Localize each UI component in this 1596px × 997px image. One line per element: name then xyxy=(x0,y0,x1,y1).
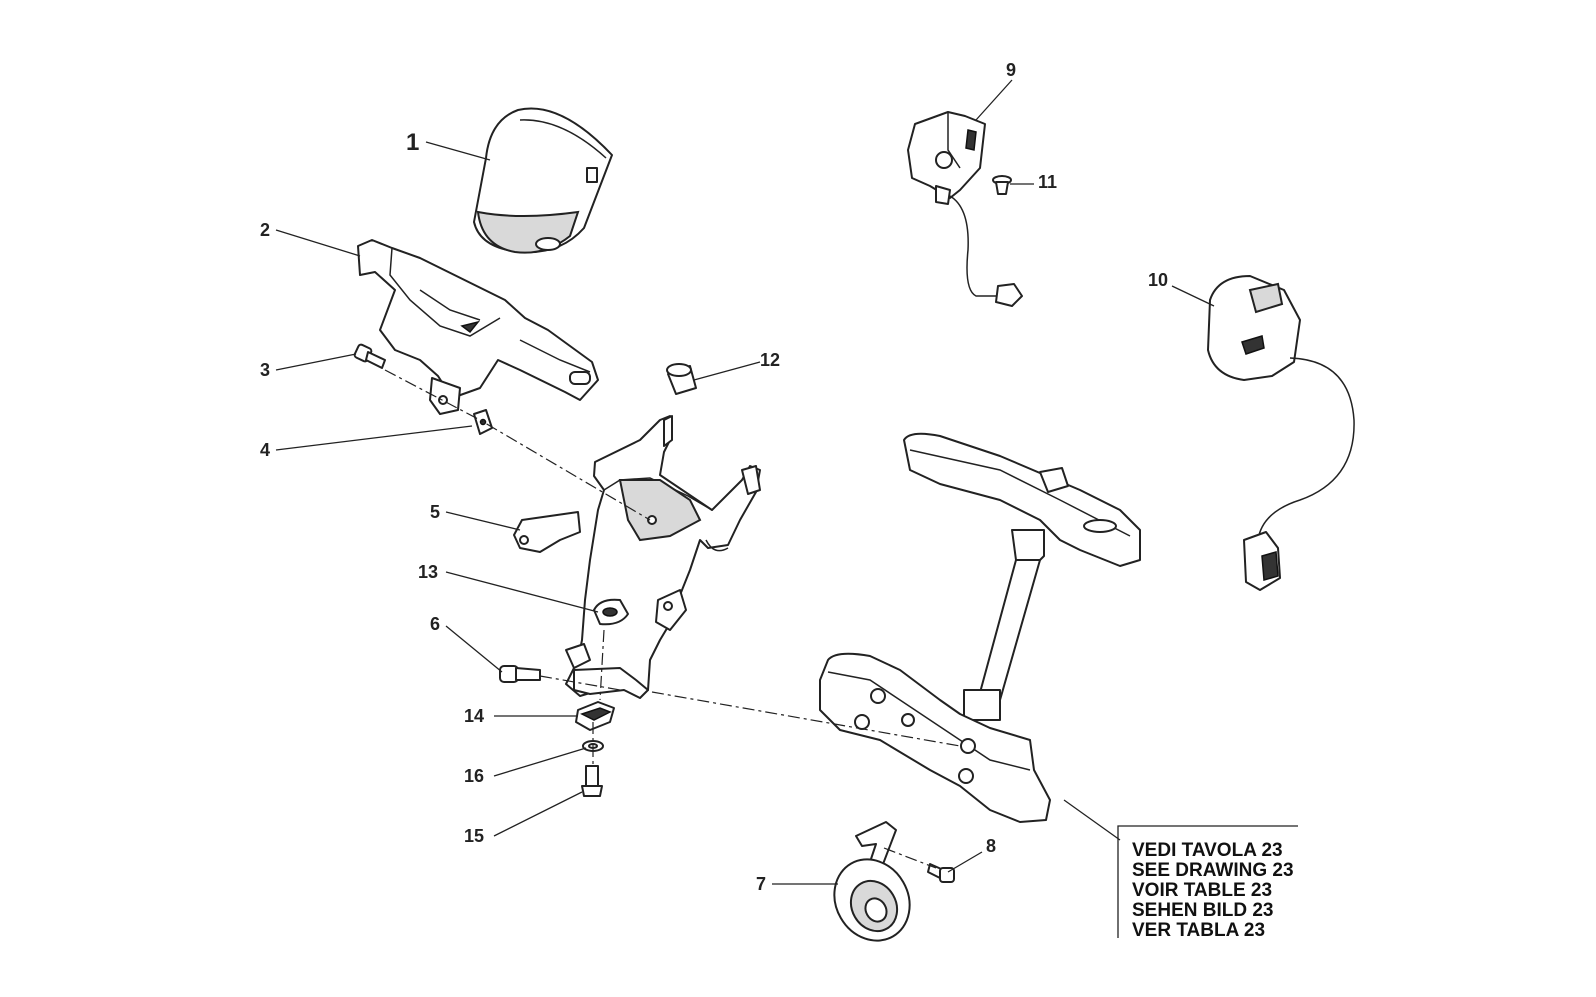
leader-lines xyxy=(275,79,1215,885)
callout-15: 15 xyxy=(464,826,484,846)
note-line-3: VOIR TABLE 23 xyxy=(1132,880,1272,901)
note-line-4: SEHEN BILD 23 xyxy=(1132,900,1273,921)
callout-4: 4 xyxy=(260,440,270,460)
callout-3: 3 xyxy=(260,360,270,380)
note-line-1: VEDI TAVOLA 23 xyxy=(1132,840,1283,861)
part-screw-6 xyxy=(499,665,541,683)
part-horn-7 xyxy=(833,821,911,942)
part-right-switch-10 xyxy=(1207,275,1355,591)
part-screw-3 xyxy=(353,343,386,369)
part-grommet-12 xyxy=(666,363,697,395)
alignment-lines xyxy=(384,369,961,869)
callout-11: 11 xyxy=(1038,172,1057,192)
part-front-frame-5 xyxy=(513,415,761,699)
part-block-nut-14 xyxy=(575,701,615,731)
callout-10: 10 xyxy=(1148,270,1168,290)
part-screw-15 xyxy=(581,765,603,797)
callout-5: 5 xyxy=(430,502,440,522)
callout-7: 7 xyxy=(756,874,766,894)
part-screw-8 xyxy=(927,863,955,883)
part-left-switch-9 xyxy=(907,111,1023,307)
callout-13: 13 xyxy=(418,562,438,582)
callout-labels: 1 2 3 4 5 13 6 14 16 15 12 9 11 10 7 8 xyxy=(260,60,1168,894)
callout-16: 16 xyxy=(464,766,484,786)
callout-14: 14 xyxy=(464,706,484,726)
part-rivet-11 xyxy=(992,175,1012,195)
part-instrument-cluster xyxy=(473,107,613,254)
reference-note: VEDI TAVOLA 23 SEE DRAWING 23 VOIR TABLE… xyxy=(1117,825,1298,941)
callout-9: 9 xyxy=(1006,60,1016,80)
callout-8: 8 xyxy=(986,836,996,856)
part-dashboard-support xyxy=(357,239,599,415)
part-rubber-pad-13 xyxy=(593,598,629,626)
part-steering-yoke xyxy=(819,432,1141,823)
note-line-2: SEE DRAWING 23 xyxy=(1132,860,1294,881)
callout-2: 2 xyxy=(260,220,270,240)
note-line-5: VER TABLA 23 xyxy=(1132,920,1265,941)
callout-12: 12 xyxy=(760,350,780,370)
callout-6: 6 xyxy=(430,614,440,634)
callout-1: 1 xyxy=(406,129,419,156)
